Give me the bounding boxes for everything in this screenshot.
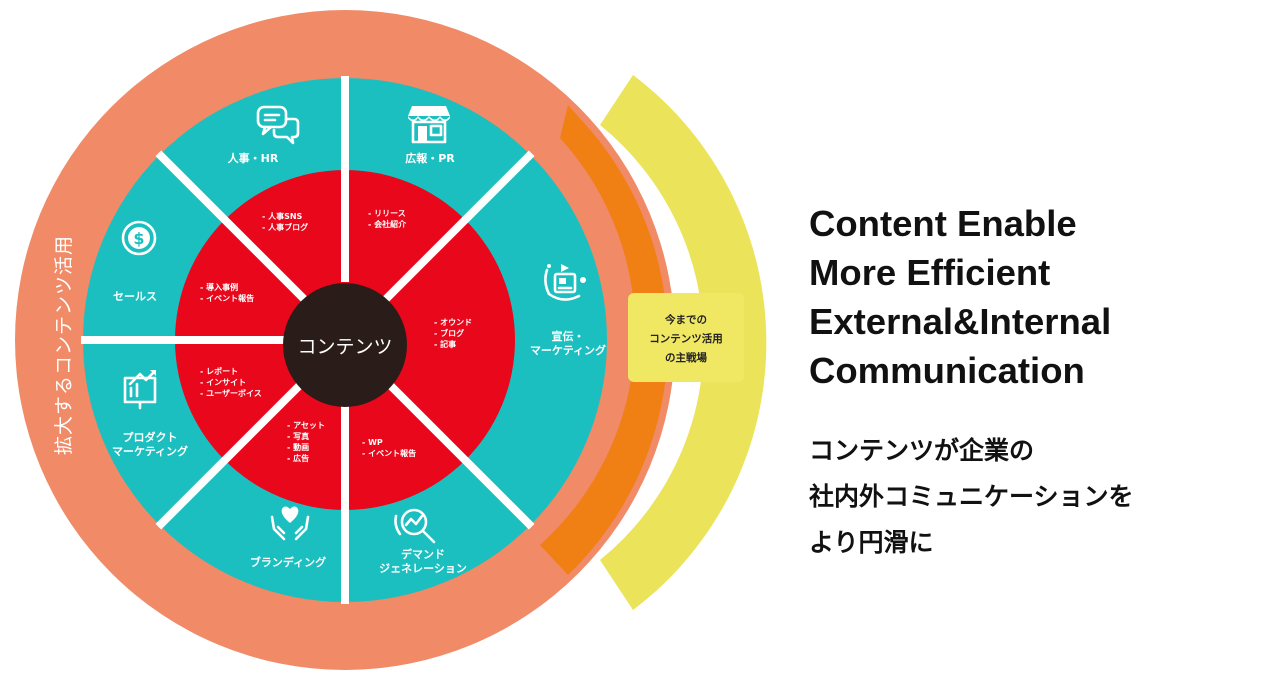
segment-divider <box>383 378 535 530</box>
storefront-icon <box>408 106 450 144</box>
callout-line-1: 今までの <box>664 313 707 326</box>
segment-label: マーケティング <box>112 444 188 458</box>
yellow-arc-band <box>600 75 767 610</box>
segment-label: 広報・PR <box>405 151 455 165</box>
subline-line: コンテンツが企業の <box>809 436 1035 465</box>
subline-line: より円滑に <box>809 528 934 557</box>
segment-divider <box>383 150 535 302</box>
segment-item-label: - 人事ブログ <box>262 222 308 232</box>
segment-label: 宣伝・ <box>552 329 585 343</box>
segment-item-label: - アセット <box>287 421 325 430</box>
callout-line-2: コンテンツ活用 <box>649 332 723 345</box>
headline-line: External&Internal <box>809 301 1112 342</box>
segment-item-label: - インサイト <box>200 378 246 387</box>
segment-item-label: - 動画 <box>287 442 309 452</box>
segment-item-label: - リリース <box>368 209 406 218</box>
heart-hands-icon <box>270 506 310 541</box>
segment-label: ジェネレーション <box>379 562 467 575</box>
segment-label: マーケティング <box>530 343 606 357</box>
subline-line: 社内外コミュニケーションを <box>809 482 1134 511</box>
analytics-magnifier-icon <box>394 508 436 544</box>
subline: コンテンツが企業の 社内外コミュニケーションを より円滑に <box>809 428 1134 566</box>
orange-arc-band <box>540 105 668 575</box>
center-label: コンテンツ <box>297 336 392 358</box>
chat-bubbles-icon <box>256 105 300 145</box>
segment-dividers <box>81 76 535 604</box>
segment-item-label: - オウンド <box>434 318 472 327</box>
segment-item-label: - イベント報告 <box>362 448 416 458</box>
segment-item-label: - 記事 <box>434 339 456 349</box>
segment-item-label: - イベント報告 <box>200 293 254 303</box>
segment-label: プロダクト <box>123 430 178 444</box>
headline-line: Content Enable <box>809 203 1077 244</box>
segment-item-label: - ユーザーボイス <box>200 388 262 398</box>
segment-item-label: - 導入事例 <box>200 282 238 292</box>
callout-box <box>628 293 744 382</box>
center-disc <box>283 283 407 407</box>
segment-label: ブランディング <box>250 555 326 569</box>
segment-divider <box>155 378 307 530</box>
headline-line: More Efficient <box>809 252 1051 293</box>
segment-label: デマンド <box>401 547 445 561</box>
segment-item-label: - 写真 <box>287 431 309 441</box>
callout-line-3: の主戦場 <box>665 351 707 364</box>
dollar-coin-icon: $ <box>121 220 157 256</box>
headline: Content Enable More Efficient External&I… <box>809 199 1111 395</box>
segment-item-label: - 会社紹介 <box>368 219 407 229</box>
segment-item-label: - レポート <box>200 366 238 376</box>
segment-label: セールス <box>113 290 157 303</box>
segment-label: 人事・HR <box>228 151 279 165</box>
outer-ring-label: 拡大するコンテンツ活用 <box>53 235 75 455</box>
segment-item-label: - WP <box>362 438 383 447</box>
segment-item-labels: - 人事SNS- 人事ブログ - リリース- 会社紹介 - オウンド- ブログ- 記… <box>200 209 472 463</box>
svg-text:$: $ <box>133 229 144 248</box>
growth-board-icon <box>123 370 157 410</box>
segment-item-label: - 人事SNS <box>262 211 303 221</box>
ad-monitor-icon <box>544 264 586 301</box>
segment-item-label: - 広告 <box>287 453 309 463</box>
headline-line: Communication <box>809 350 1085 391</box>
segment-item-label: - ブログ <box>434 328 464 338</box>
segment-divider <box>155 150 307 302</box>
